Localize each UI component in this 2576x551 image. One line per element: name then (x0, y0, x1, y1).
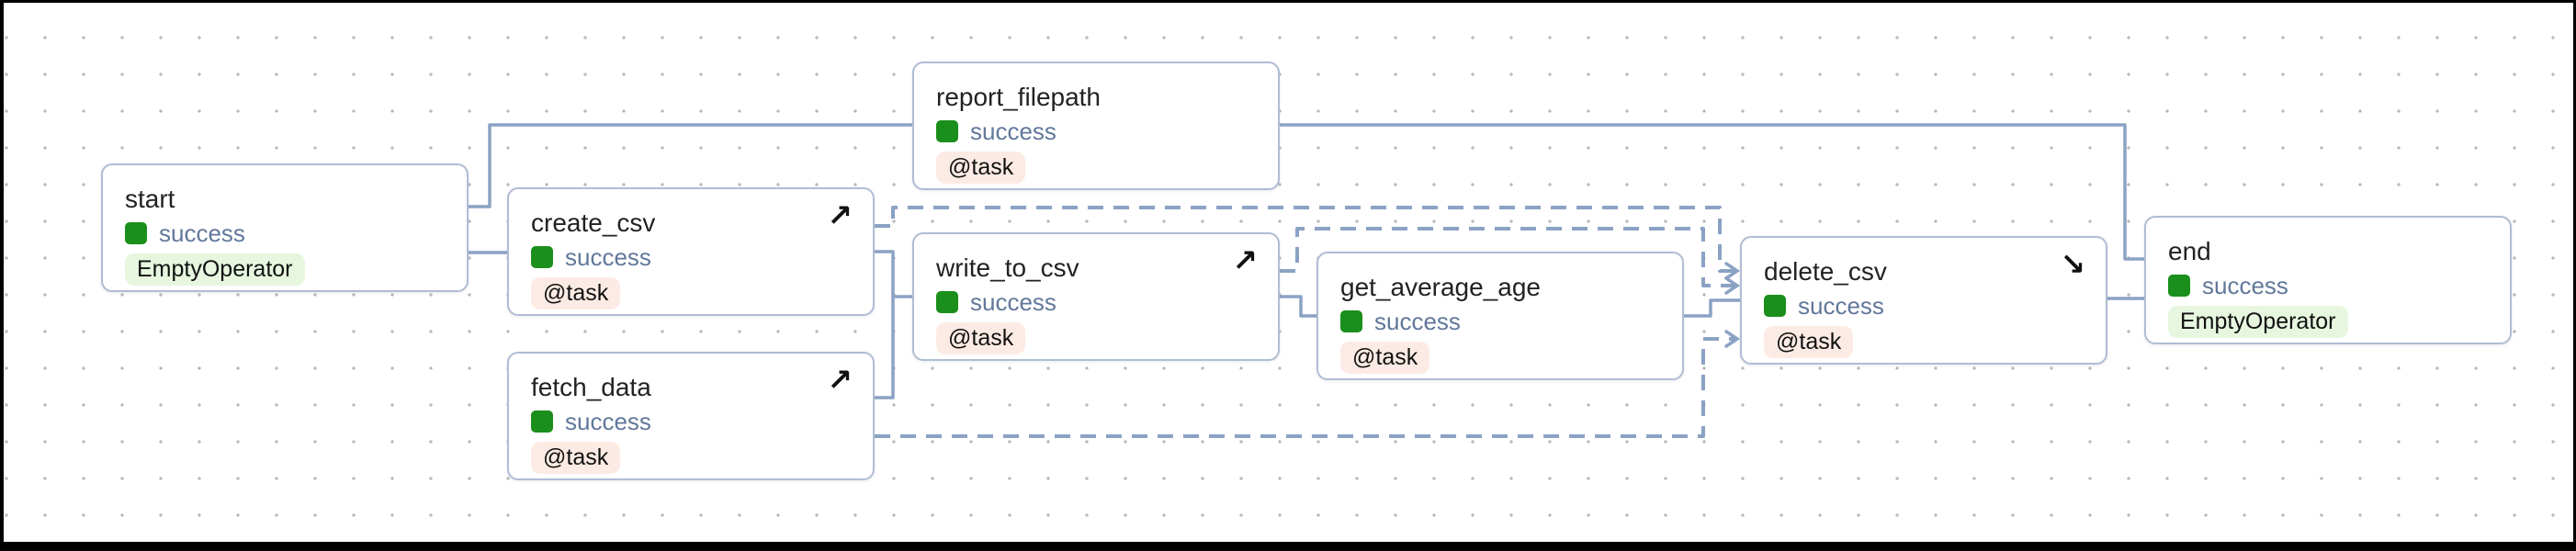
edge-write_to_csv-get_average_age (1278, 295, 1318, 318)
teardown-arrow-icon: ↘ (2060, 246, 2085, 282)
status-row: success (936, 119, 1260, 143)
status-row: success (1340, 309, 1664, 333)
badge-row: @task (531, 442, 854, 474)
task-node-start[interactable]: start success EmptyOperator (101, 163, 469, 292)
success-status-icon (1340, 310, 1362, 332)
edge-create_csv-write_to_csv (873, 250, 914, 298)
task-node-get_average_age[interactable]: get_average_age success @task (1316, 252, 1684, 380)
success-status-icon (531, 410, 553, 433)
task-node-write_to_csv[interactable]: write_to_csv success @task ↗ (912, 232, 1280, 361)
task-title: report_filepath (936, 83, 1102, 111)
task-title: delete_csv (1764, 257, 1887, 286)
task-title: create_csv (531, 208, 656, 237)
badge-row: @task (531, 277, 854, 309)
task-node-delete_csv[interactable]: delete_csv success @task ↘ (1740, 236, 2107, 365)
success-status-icon (125, 222, 147, 244)
graph-canvas[interactable]: start success EmptyOperator create_csv s… (4, 3, 2573, 542)
status-row: success (1764, 294, 2087, 318)
badge-row: @task (1340, 342, 1664, 374)
badge-row: EmptyOperator (2168, 306, 2491, 338)
badge-row: @task (1764, 326, 2087, 358)
status-row: success (2168, 274, 2491, 298)
badge-row: @task (936, 322, 1260, 354)
task-badge: @task (531, 442, 621, 474)
success-status-icon (1764, 295, 1786, 317)
task-node-end[interactable]: end success EmptyOperator (2144, 216, 2512, 344)
status-label: success (2202, 272, 2288, 299)
task-title: get_average_age (1340, 273, 1541, 301)
status-row: success (125, 221, 448, 245)
edge-fetch_data-write_to_csv (873, 295, 895, 399)
edge-get_average_age-delete_csv (1682, 298, 1742, 318)
status-label: success (565, 243, 651, 271)
task-title: end (2168, 237, 2211, 265)
status-label: success (970, 118, 1056, 145)
operator-badge: EmptyOperator (125, 253, 305, 286)
task-title: fetch_data (531, 373, 651, 401)
task-title: start (125, 185, 175, 213)
arrowhead-icon (1724, 262, 1741, 280)
task-badge: @task (531, 277, 621, 309)
badge-row: EmptyOperator (125, 253, 448, 286)
task-node-fetch_data[interactable]: fetch_data success @task ↗ (507, 352, 875, 480)
badge-row: @task (936, 152, 1260, 184)
status-label: success (1374, 308, 1461, 335)
task-badge: @task (936, 152, 1026, 184)
task-node-report_filepath[interactable]: report_filepath success @task (912, 62, 1280, 190)
status-label: success (1798, 292, 1884, 320)
status-label: success (159, 219, 245, 247)
task-title: write_to_csv (936, 253, 1079, 282)
success-status-icon (936, 120, 958, 142)
task-badge: @task (1340, 342, 1430, 374)
setup-arrow-icon: ↗ (1232, 242, 1258, 278)
task-badge: @task (936, 322, 1026, 354)
task-node-create_csv[interactable]: create_csv success @task ↗ (507, 187, 875, 316)
operator-badge: EmptyOperator (2168, 306, 2348, 338)
arrowhead-icon (1724, 330, 1741, 348)
success-status-icon (2168, 275, 2190, 297)
status-label: success (565, 408, 651, 435)
task-badge: @task (1764, 326, 1854, 358)
status-row: success (531, 410, 854, 433)
status-label: success (970, 288, 1056, 316)
setup-arrow-icon: ↗ (827, 362, 853, 398)
success-status-icon (531, 246, 553, 268)
status-row: success (531, 245, 854, 269)
arrowhead-icon (1724, 276, 1741, 295)
success-status-icon (936, 291, 958, 313)
setup-arrow-icon: ↗ (827, 197, 853, 233)
status-row: success (936, 290, 1260, 314)
